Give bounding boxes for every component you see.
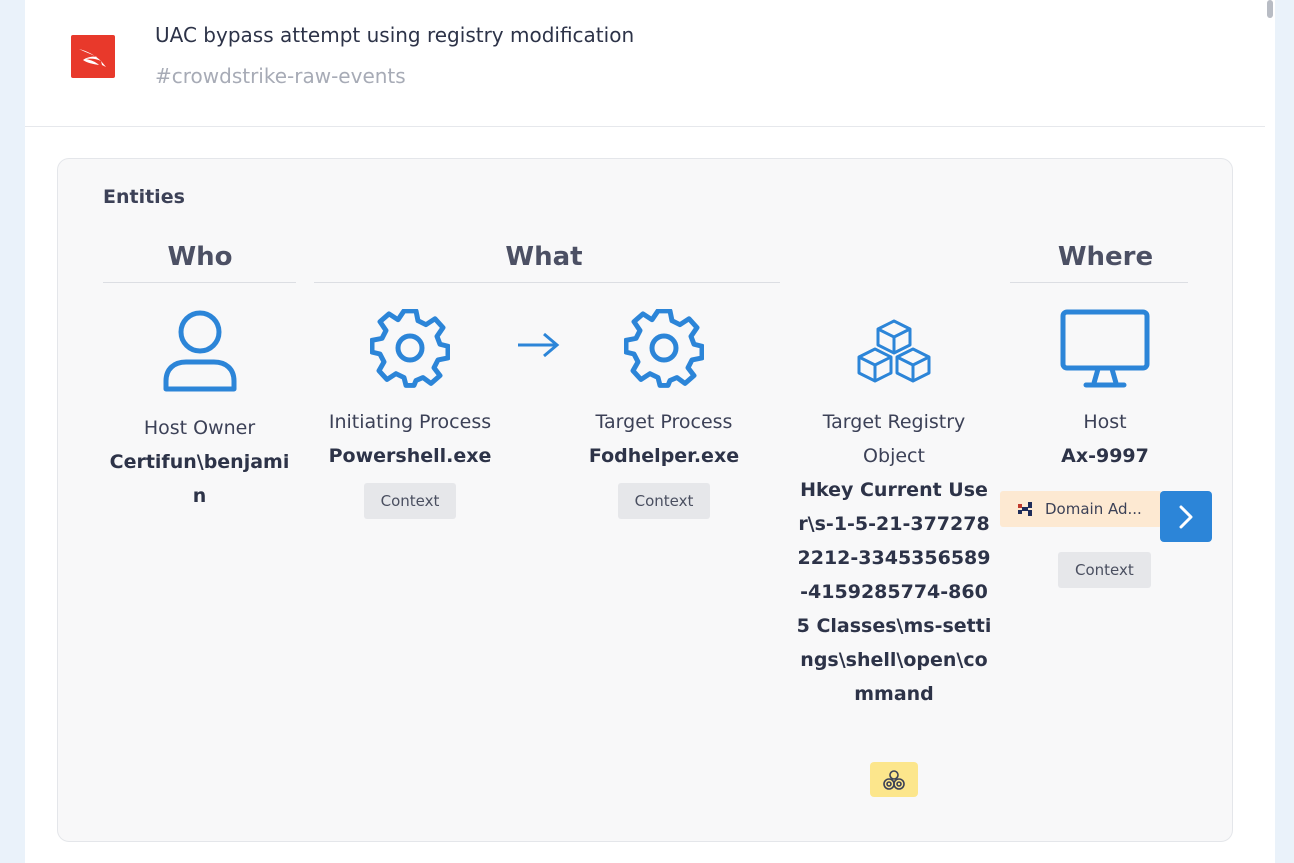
alert-channel[interactable]: #crowdstrike-raw-events	[155, 64, 406, 88]
entities-heading: Entities	[103, 186, 185, 208]
entities-card: Entities Who What Where Host Owner Certi…	[57, 158, 1233, 842]
initiating-process-context-button[interactable]: Context	[363, 483, 457, 519]
host-owner-value: Certifun\benjamin	[109, 451, 290, 507]
user-icon	[163, 310, 236, 392]
threat-intel-icon	[883, 770, 905, 790]
target-process-value: Fodhelper.exe	[588, 445, 740, 467]
host-label: Host	[1083, 411, 1127, 433]
monitor-icon	[1060, 309, 1150, 388]
gear-icon	[370, 309, 450, 388]
cubes-icon	[857, 319, 931, 383]
entity-target-registry[interactable]: Target Registry Object Hkey Current User…	[796, 309, 992, 711]
group-divider-who	[103, 282, 296, 283]
domain-admin-tag[interactable]: Domain Ad...	[1000, 491, 1162, 527]
scrollbar-track[interactable]	[1265, 0, 1275, 863]
chevron-right-icon	[1179, 505, 1193, 529]
group-divider-what	[314, 282, 780, 283]
entity-initiating-process[interactable]: Initiating Process Powershell.exe Contex…	[310, 309, 510, 519]
group-title-what: What	[505, 242, 583, 272]
threat-intel-badge[interactable]	[870, 762, 918, 797]
target-registry-value: Hkey Current User\s-1-5-21-3772782212-33…	[796, 479, 992, 705]
right-edge-strip	[1275, 0, 1294, 863]
host-owner-label: Host Owner	[143, 417, 256, 439]
domain-admin-icon	[1018, 502, 1032, 516]
group-title-who: Who	[167, 242, 233, 272]
next-tag-button[interactable]	[1160, 491, 1212, 542]
group-title-where: Where	[1057, 242, 1154, 272]
initiating-process-label: Initiating Process	[328, 411, 492, 433]
initiating-process-value: Powershell.exe	[328, 445, 492, 467]
alert-panel: UAC bypass attempt using registry modifi…	[25, 0, 1265, 863]
arrow-right-icon	[518, 332, 560, 358]
crowdstrike-falcon-icon	[71, 35, 115, 78]
alert-header: UAC bypass attempt using registry modifi…	[25, 0, 1265, 127]
domain-admin-tag-label: Domain Ad...	[1045, 500, 1142, 518]
gear-icon	[624, 309, 704, 388]
host-value: Ax-9997	[1061, 445, 1149, 467]
host-context-button[interactable]: Context	[1058, 552, 1151, 588]
scrollbar-thumb[interactable]	[1267, 0, 1273, 18]
entity-target-process[interactable]: Target Process Fodhelper.exe Context	[564, 309, 764, 519]
group-divider-where	[1010, 282, 1188, 283]
entity-host[interactable]: Host Ax-9997	[1010, 309, 1200, 473]
target-registry-label: Target Registry Object	[822, 411, 966, 467]
target-process-label: Target Process	[595, 411, 733, 433]
alert-title: UAC bypass attempt using registry modifi…	[155, 23, 635, 47]
target-process-context-button[interactable]: Context	[617, 483, 711, 519]
entity-host-owner[interactable]: Host Owner Certifun\benjamin	[103, 309, 296, 513]
